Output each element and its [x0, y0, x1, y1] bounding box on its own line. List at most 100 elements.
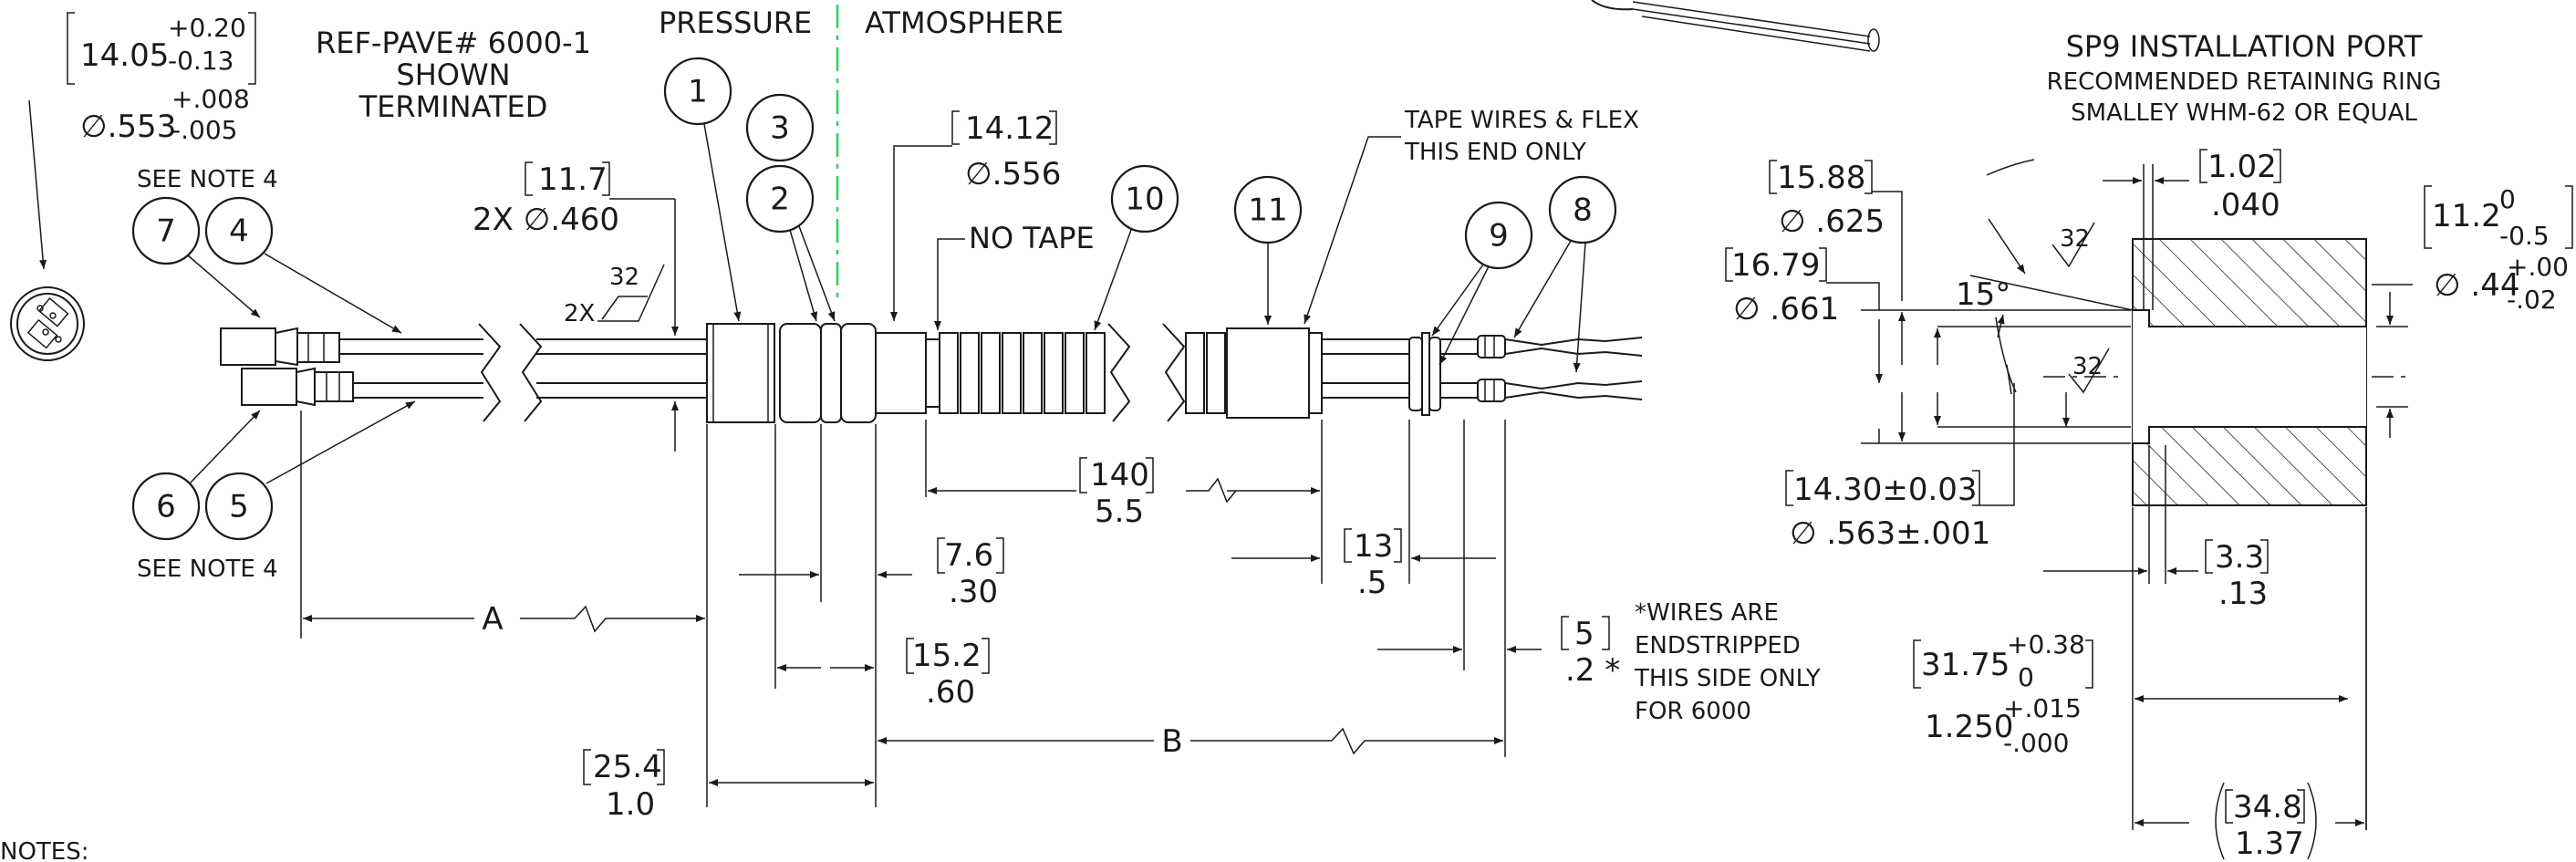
svg-text:31.75: 31.75	[1921, 647, 2010, 683]
balloon-7: 7	[131, 196, 201, 265]
balloon-2: 2	[745, 164, 815, 234]
see-note-top: SEE NOTE 4	[137, 166, 278, 193]
svg-text:1: 1	[688, 74, 708, 110]
svg-text:∅ .563±.001: ∅ .563±.001	[1790, 515, 1990, 552]
connector-housing	[220, 327, 354, 407]
svg-text:.13: .13	[2218, 576, 2268, 612]
pressure-label: PRESSURE	[659, 5, 812, 40]
svg-text:A: A	[482, 601, 503, 638]
svg-text:∅ .661: ∅ .661	[1733, 291, 1839, 327]
svg-text:.60: .60	[926, 674, 975, 711]
note-line4: FOR 6000	[1635, 698, 1751, 725]
balloon-6: 6	[131, 472, 201, 541]
svg-text:+.015: +.015	[2003, 693, 2082, 723]
rough-32-left: 32	[609, 264, 639, 291]
dim-16-79: 16.79 ∅ .661	[1725, 247, 1839, 327]
svg-text:7.6: 7.6	[944, 537, 993, 574]
balloon-9: 9	[1464, 201, 1533, 270]
balloon-4: 4	[204, 196, 274, 265]
dim-15-88: 15.88 ∅ .625	[1769, 160, 1885, 240]
svg-text:7: 7	[156, 213, 176, 250]
svg-text:+.00: +.00	[2507, 252, 2569, 282]
dim-b: B	[875, 689, 1506, 807]
svg-text:+0.20: +0.20	[168, 13, 246, 43]
balloon-8: 8	[1548, 175, 1617, 244]
connector-end-view	[10, 286, 85, 361]
dim-2x-left: 2X	[564, 300, 595, 327]
svg-text:.5: .5	[1357, 565, 1387, 601]
svg-text:15.88: 15.88	[1777, 160, 1865, 196]
dim-1-02: 1.02 .040	[2103, 149, 2281, 310]
svg-text:5: 5	[229, 489, 249, 525]
svg-text:16.79: 16.79	[1731, 247, 1820, 284]
svg-text:11: 11	[1248, 192, 1287, 229]
svg-text:13: 13	[1354, 528, 1393, 565]
dim-14-12: 14.12 ∅.556	[951, 110, 1061, 192]
svg-text:11.2: 11.2	[2432, 198, 2501, 234]
svg-text:+0.38: +0.38	[2007, 629, 2085, 659]
svg-text:14.05: 14.05	[80, 37, 169, 74]
balloon-11: 11	[1233, 175, 1303, 244]
ref-pave-line2: SHOWN	[396, 57, 510, 92]
svg-text:-0.13: -0.13	[168, 46, 234, 76]
svg-text:1.37: 1.37	[2235, 826, 2304, 862]
note-line1: *WIRES ARE	[1635, 599, 1779, 627]
atmosphere-label: ATMOSPHERE	[865, 5, 1064, 40]
no-tape-label: NO TAPE	[969, 221, 1095, 255]
dim-3-3: 3.3 .13	[2043, 445, 2269, 612]
wire-bundle-left	[339, 323, 707, 422]
cable-detail-top	[1591, 0, 1880, 52]
svg-text:34.8: 34.8	[2233, 789, 2302, 826]
svg-text:-.000: -.000	[2003, 728, 2069, 758]
dim-a: A	[300, 410, 708, 807]
dim-14-05: 14.05 +0.20 -0.13 ∅.553 +.008 -.005	[67, 12, 256, 145]
svg-text:.040: .040	[2211, 187, 2280, 223]
dim-34-8: 34.8 1.37	[2135, 507, 2367, 862]
svg-text:4: 4	[229, 213, 249, 250]
svg-text:0: 0	[2018, 662, 2034, 692]
svg-text:8: 8	[1573, 192, 1593, 229]
svg-text:10: 10	[1125, 182, 1164, 218]
port-sub1: RECOMMENDED RETAINING RING	[2047, 68, 2442, 96]
svg-text:-.02: -.02	[2507, 285, 2557, 315]
dim-14-30: 14.30±0.03 ∅ .563±.001	[1785, 470, 1990, 552]
balloon-1: 1	[663, 57, 732, 126]
tape-wires-line1: TAPE WIRES & FLEX	[1404, 107, 1639, 134]
port-section	[2043, 238, 2408, 506]
svg-text:B: B	[1161, 723, 1182, 760]
svg-text:-.005: -.005	[171, 115, 237, 145]
svg-text:15.2: 15.2	[912, 638, 982, 674]
dim-140: 140 5.5	[925, 420, 1323, 530]
port-sub2: SMALLEY WHM-62 OR EQUAL	[2071, 99, 2417, 127]
see-note-bottom: SEE NOTE 4	[137, 556, 278, 583]
dim-31-75: 31.75 +0.38 0 1.250 +.015 -.000	[1913, 507, 2367, 830]
ref-pave-line1: REF-PAVE# 6000-1	[316, 26, 591, 60]
notes-label: NOTES:	[0, 838, 89, 862]
svg-text:2: 2	[770, 182, 790, 218]
svg-text:∅.556: ∅.556	[965, 156, 1061, 192]
dim-25-4: 25.4 1.0	[583, 749, 874, 823]
svg-text:.30: .30	[949, 574, 998, 610]
tape-wires-line2: THIS END ONLY	[1404, 139, 1586, 166]
svg-text:1.0: 1.0	[606, 786, 655, 823]
svg-text:+.008: +.008	[171, 84, 250, 114]
dim-13: 13 .5	[1231, 420, 1496, 601]
dim-5: 5 .2 *	[1377, 420, 1620, 725]
svg-text:0: 0	[2499, 184, 2516, 214]
svg-text:14.12: 14.12	[965, 110, 1054, 147]
svg-text:-0.5: -0.5	[2499, 221, 2550, 251]
dim-15-2: 15.2 .60	[774, 424, 990, 711]
dim-11-7: 11.7	[538, 161, 608, 198]
balloon-3: 3	[745, 93, 815, 162]
svg-text:3.3: 3.3	[2215, 539, 2264, 576]
svg-text:14.30±0.03: 14.30±0.03	[1793, 472, 1978, 508]
svg-text:3: 3	[770, 110, 790, 147]
svg-text:∅ .44: ∅ .44	[2434, 267, 2520, 304]
flex-tube	[926, 323, 1323, 422]
svg-text:∅.553: ∅.553	[80, 109, 176, 145]
svg-text:5.5: 5.5	[1095, 493, 1144, 530]
svg-text:140: 140	[1090, 457, 1149, 493]
dim-11-2: 11.2 0 -0.5 ∅ .44 +.00 -.02	[2424, 184, 2573, 315]
dim-7-6: 7.6 .30	[739, 424, 1004, 610]
